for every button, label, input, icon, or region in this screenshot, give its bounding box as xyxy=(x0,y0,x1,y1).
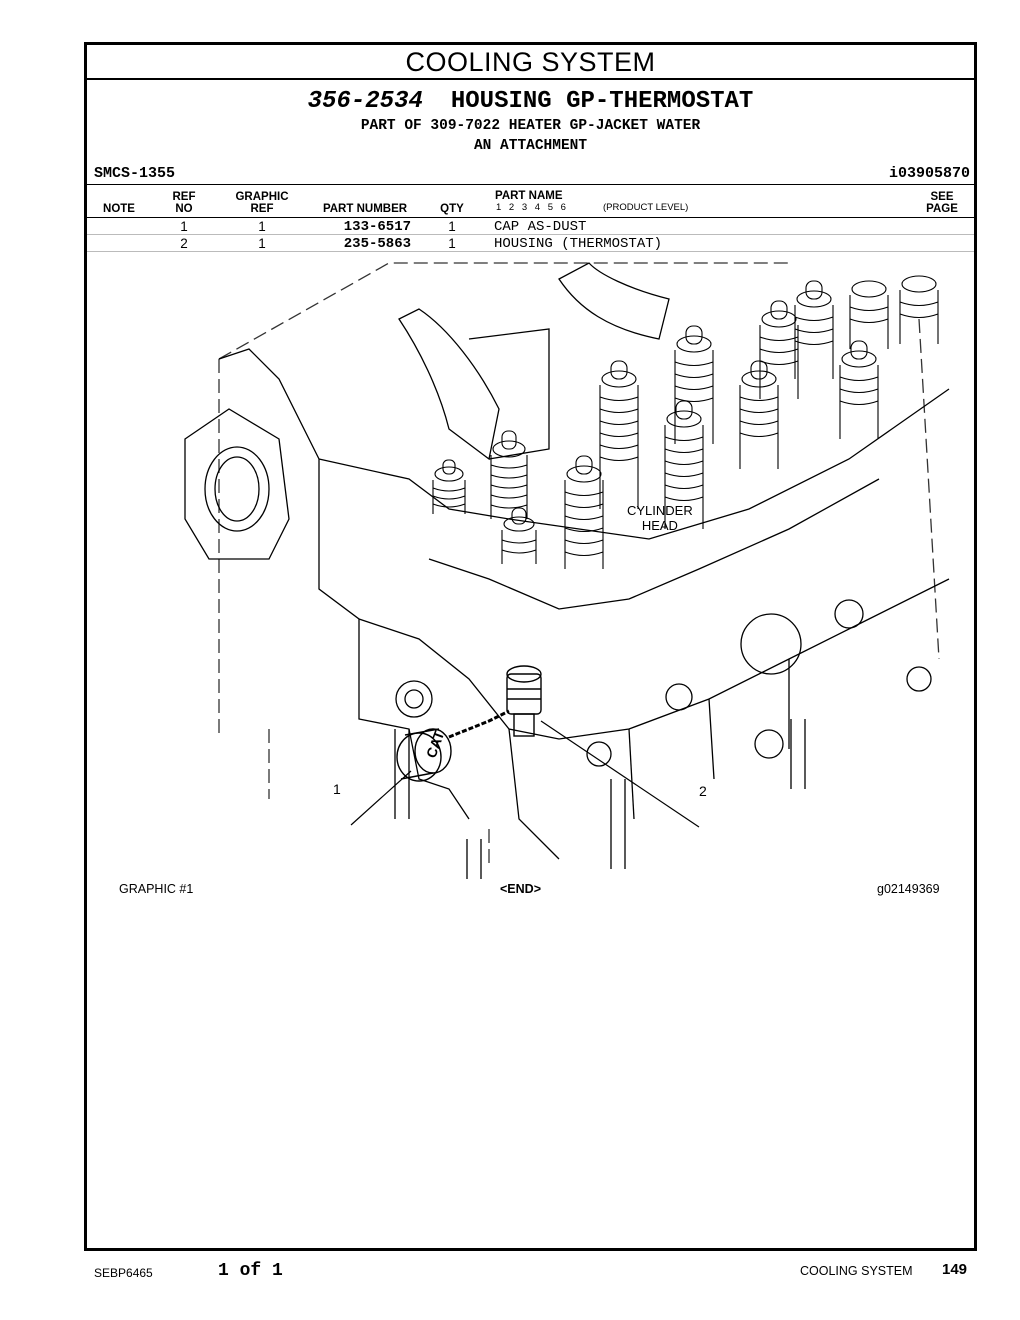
col-see-bottom: PAGE xyxy=(926,203,958,215)
group-heading: 356-2534 HOUSING GP-THERMOSTAT xyxy=(87,88,974,115)
section-title: COOLING SYSTEM xyxy=(87,45,974,80)
part-of-line: PART OF 309-7022 HEATER GP-JACKET WATER xyxy=(360,118,701,134)
row-divider xyxy=(87,234,974,235)
ref-no: 1 xyxy=(180,219,188,234)
cylinder-head-label-line1: CYLINDER xyxy=(627,503,693,518)
dust-cap-part: CAT xyxy=(396,728,452,782)
col-ref-top: REF xyxy=(172,191,196,203)
bearing-saddles xyxy=(398,262,670,461)
callout-2: 2 xyxy=(699,783,707,799)
cylinder-head-label: CYLINDER HEAD xyxy=(627,503,693,533)
col-part-number: PART NUMBER xyxy=(322,203,408,215)
adapter-fitting xyxy=(395,680,433,718)
retaining-chain xyxy=(448,709,510,739)
part-number: 133-6517 xyxy=(343,219,411,235)
col-graphic-bottom: REF xyxy=(250,203,274,215)
qty: 1 xyxy=(448,236,456,251)
valve-springs xyxy=(432,275,939,569)
cylinder-head-label-line2: HEAD xyxy=(641,518,678,533)
col-levels: 1 2 3 4 5 6 xyxy=(496,202,566,213)
exploded-view-illustration: CAT xyxy=(184,262,950,879)
page-frame: COOLING SYSTEM 356-2534 HOUSING GP-THERMO… xyxy=(84,42,977,1251)
header-rule xyxy=(87,184,974,185)
block-front-face xyxy=(184,348,950,860)
col-part-name: PART NAME xyxy=(495,190,563,202)
thermostat-housing-part xyxy=(506,665,542,737)
col-qty: QTY xyxy=(440,203,464,215)
end-marker: <END> xyxy=(500,882,541,896)
head-ports xyxy=(586,599,932,767)
ref-no: 2 xyxy=(180,236,188,251)
part-number: 235-5863 xyxy=(343,236,411,252)
col-graphic-top: GRAPHIC xyxy=(235,191,289,203)
footer-page-number: 149 xyxy=(942,1261,968,1278)
footer-doc-number: SEBP6465 xyxy=(94,1266,153,1280)
graphic-ref: 1 xyxy=(258,219,266,234)
row-divider xyxy=(87,251,974,252)
callout-1: 1 xyxy=(333,781,341,797)
group-part-number: 356-2534 xyxy=(307,88,423,115)
graphic-id: g02149369 xyxy=(877,882,940,896)
group-name: HOUSING GP-THERMOSTAT xyxy=(450,88,754,115)
footer-page-of: 1 of 1 xyxy=(218,1261,283,1281)
callout-leaders xyxy=(350,720,700,828)
studs xyxy=(394,719,806,879)
engine-block-outline xyxy=(218,262,940,869)
graphic-ref: 1 xyxy=(258,236,266,251)
columns-rule xyxy=(87,217,974,218)
document-ident: i03905870 xyxy=(888,165,970,182)
cap-logo: CAT xyxy=(423,728,448,760)
col-note: NOTE xyxy=(103,203,135,215)
part-name: CAP AS-DUST xyxy=(494,219,587,235)
graphic-caption: GRAPHIC #1 xyxy=(119,882,194,896)
col-ref-bottom: NO xyxy=(175,203,193,215)
part-name: HOUSING (THERMOSTAT) xyxy=(494,236,663,252)
col-product-level: (PRODUCT LEVEL) xyxy=(603,202,689,213)
footer-section: COOLING SYSTEM xyxy=(800,1264,913,1278)
col-see-top: SEE xyxy=(930,191,954,203)
qty: 1 xyxy=(448,219,456,234)
attachment-line: AN ATTACHMENT xyxy=(473,138,588,154)
smcs-code: SMCS-1355 xyxy=(94,165,176,182)
